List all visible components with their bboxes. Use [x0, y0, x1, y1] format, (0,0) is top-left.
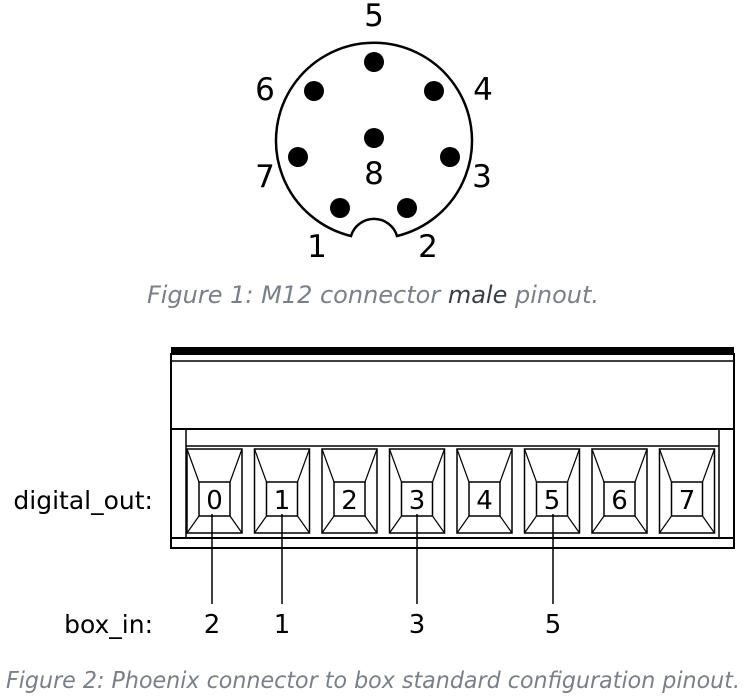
terminal-screw-window: [333, 481, 366, 517]
terminal-label-2: 2: [341, 486, 358, 516]
pin-label-6: 6: [255, 72, 275, 108]
pin-label-8: 8: [364, 156, 384, 192]
pin-dot-8: [364, 128, 384, 148]
terminal-label-6: 6: [611, 486, 628, 516]
connector-outline: [274, 41, 474, 238]
terminal-7: 7: [658, 448, 716, 534]
m12-connector: 5 4 3 2 1 7 6 8: [255, 0, 493, 265]
terminal-bevel-line: [186, 515, 200, 534]
terminal-5: 5: [523, 448, 581, 534]
terminal-bevel-line: [297, 515, 310, 534]
terminal-frame: [591, 448, 648, 534]
terminal-bevel-line: [389, 515, 402, 534]
terminal-screw-window: [535, 481, 569, 517]
box-in-value-1: 1: [274, 610, 291, 640]
connector-top-bar: [171, 347, 734, 354]
terminal-bevel-line: [591, 448, 605, 483]
terminal-bevel-line: [456, 515, 470, 534]
terminal-bevel-line: [567, 515, 580, 534]
pin-label-4: 4: [473, 72, 493, 108]
terminal-frame: [658, 448, 716, 534]
terminal-bevel-line: [524, 515, 537, 534]
terminal-bevel-line: [432, 515, 445, 534]
pin-dot-6: [304, 81, 324, 101]
pin-label-7: 7: [255, 159, 275, 195]
terminal-screw-window: [603, 481, 636, 517]
terminal-bevel-line: [566, 448, 581, 483]
terminal-label-4: 4: [476, 486, 493, 516]
terminal-bevel-line: [296, 448, 311, 483]
terminal-row: 0 1 2 3 4 5 6 7: [186, 448, 716, 534]
terminal-screw-window: [670, 481, 704, 517]
terminal-2: 2: [321, 448, 378, 534]
figure1-caption: Figure 1: M12 connector male pinout.: [147, 281, 599, 309]
box-in-value-3: 5: [545, 610, 562, 640]
pin-label-1: 1: [307, 229, 327, 265]
terminal-bevel-line: [702, 515, 715, 534]
terminal-bevel-line: [499, 448, 513, 483]
box-in-label: box_in:: [64, 610, 153, 639]
terminal-bevel-line: [229, 515, 243, 534]
terminal-frame: [186, 448, 243, 534]
pin-label-5: 5: [364, 0, 384, 34]
terminal-6: 6: [591, 448, 648, 534]
terminal-bevel-line: [321, 515, 335, 534]
pin-dot-5: [364, 52, 384, 72]
terminal-0: 0: [186, 448, 243, 534]
figure2-caption: Figure 2: Phoenix connector to box stand…: [6, 668, 740, 694]
terminal-bevel-line: [456, 448, 470, 483]
connection-lines: [211, 514, 554, 604]
terminal-bevel-line: [431, 448, 446, 483]
terminal-bevel-line: [523, 448, 538, 483]
pin-dot-7: [288, 147, 308, 167]
terminal-3: 3: [388, 448, 446, 534]
terminal-label-7: 7: [679, 486, 696, 516]
terminal-bevel-line: [186, 448, 200, 483]
terminal-bevel-line: [499, 515, 513, 534]
terminal-bevel-line: [634, 515, 648, 534]
pin-dot-3: [440, 147, 460, 167]
figure1-caption-suffix: pinout.: [507, 281, 599, 309]
terminal-bevel-line: [254, 515, 267, 534]
terminal-4: 4: [456, 448, 513, 534]
terminal-bevel-line: [321, 448, 335, 483]
terminal-bevel-line: [364, 448, 378, 483]
box-in-value-2: 3: [409, 610, 426, 640]
terminal-frame: [456, 448, 513, 534]
pin-dot-4: [424, 81, 444, 101]
digital-out-label: digital_out:: [13, 486, 153, 515]
terminal-label-5: 5: [544, 486, 561, 516]
terminal-bevel-line: [364, 515, 378, 534]
terminal-bevel-line: [253, 448, 268, 483]
figure1-caption-prefix: Figure 1: M12 connector: [147, 281, 448, 309]
pin-dot-2: [397, 198, 417, 218]
terminal-frame: [321, 448, 378, 534]
pin-label-2: 2: [418, 229, 438, 265]
phoenix-connector: 0 1 2 3 4 5 6 7: [170, 347, 735, 549]
pin-dot-1: [330, 198, 350, 218]
terminal-bevel-line: [634, 448, 648, 483]
terminal-bevel-line: [658, 448, 673, 483]
terminal-bevel-line: [591, 515, 605, 534]
pin-label-3: 3: [472, 159, 492, 195]
figure1-caption-emphasis: male: [448, 281, 508, 309]
terminal-screw-window: [468, 481, 501, 517]
terminal-bevel-line: [229, 448, 243, 483]
terminal-label-1: 1: [274, 486, 291, 516]
terminal-bevel-line: [388, 448, 403, 483]
terminal-label-0: 0: [206, 486, 223, 516]
terminal-frame: [523, 448, 581, 534]
connector-body: [170, 353, 735, 549]
terminal-bevel-line: [701, 448, 716, 483]
terminal-screw-window: [198, 481, 231, 517]
terminal-well: [185, 428, 720, 539]
terminal-bevel-line: [659, 515, 672, 534]
terminal-label-3: 3: [409, 486, 426, 516]
box-in-value-0: 2: [204, 610, 221, 640]
